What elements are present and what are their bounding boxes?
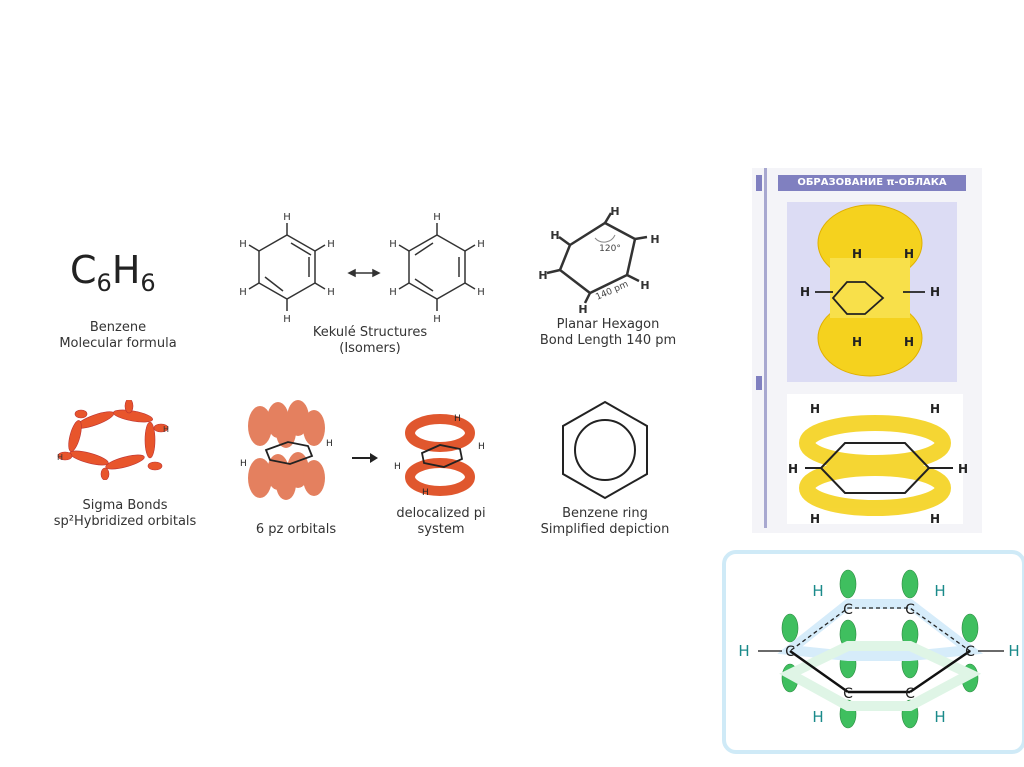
svg-text:H: H (163, 425, 169, 434)
svg-text:H: H (422, 488, 429, 498)
svg-text:H: H (738, 642, 749, 660)
svg-text:H: H (904, 335, 914, 349)
sigma-bonds-diagram: H H (57, 400, 169, 480)
svg-text:H: H (810, 402, 820, 416)
svg-text:H: H (326, 439, 333, 449)
svg-text:H: H (930, 512, 940, 526)
svg-text:H: H (240, 459, 247, 469)
svg-text:120°: 120° (599, 244, 621, 254)
panel-marker (756, 175, 762, 191)
svg-text:H: H (812, 708, 823, 726)
svg-text:H: H (812, 582, 823, 600)
delocalized-pi-diagram: H H H H (394, 414, 485, 498)
svg-text:H: H (958, 462, 968, 476)
svg-text:H: H (283, 212, 291, 223)
panel-marker-2 (756, 376, 762, 390)
svg-text:H: H (57, 453, 63, 462)
svg-text:H: H (239, 287, 247, 298)
svg-text:H: H (788, 462, 798, 476)
p-orbitals-diagram: C C C C C C H H H H H H (738, 569, 1020, 729)
svg-text:H: H (389, 287, 397, 298)
svg-text:H: H (389, 239, 397, 250)
svg-text:H: H (477, 239, 485, 250)
svg-text:H: H (478, 442, 485, 452)
svg-text:H: H (283, 314, 291, 325)
benzene-ring-diagram (562, 400, 648, 500)
svg-text:H: H (578, 303, 587, 315)
svg-text:H: H (930, 285, 940, 299)
svg-text:H: H (852, 247, 862, 261)
svg-text:H: H (454, 414, 461, 424)
svg-text:H: H (538, 269, 547, 282)
svg-text:H: H (934, 708, 945, 726)
svg-text:H: H (1008, 642, 1019, 660)
svg-text:H: H (904, 247, 914, 261)
molecular-formula: C6H6 (70, 248, 156, 297)
pz-orbitals-diagram: H H (240, 400, 333, 500)
svg-text:H: H (477, 287, 485, 298)
svg-text:H: H (239, 239, 247, 250)
pi-cloud-title: ОБРАЗОВАНИЕ π-ОБЛАКА (778, 175, 966, 191)
pz-caption: 6 pz orbitals (255, 522, 337, 537)
svg-text:H: H (800, 285, 810, 299)
svg-text:C: C (785, 644, 795, 660)
svg-text:C: C (843, 602, 853, 618)
svg-text:C: C (905, 602, 915, 618)
svg-text:H: H (610, 205, 619, 218)
svg-text:H: H (327, 287, 335, 298)
svg-text:H: H (433, 314, 441, 325)
svg-text:H: H (640, 279, 649, 292)
svg-text:H: H (810, 512, 820, 526)
svg-text:H: H (327, 239, 335, 250)
svg-text:H: H (930, 402, 940, 416)
svg-text:H: H (433, 212, 441, 223)
arrow-right-icon (352, 453, 378, 463)
svg-text:C: C (965, 644, 975, 660)
svg-text:H: H (934, 582, 945, 600)
svg-text:H: H (394, 462, 401, 472)
panel-divider (764, 168, 767, 528)
kekule-caption: Kekulé Structures(Isomers) (312, 325, 428, 356)
planar-hexagon-diagram: 120° 140 pm HH HH HH (538, 205, 659, 315)
svg-text:C: C (843, 686, 853, 702)
svg-text:H: H (550, 229, 559, 242)
pi-cloud-diagram: H H H H H H H H H H H H (787, 202, 968, 526)
kekule-structures-diagram: H H H H H H H H H H H H (239, 212, 485, 325)
svg-text:H: H (650, 233, 659, 246)
svg-text:H: H (852, 335, 862, 349)
svg-text:C: C (905, 686, 915, 702)
